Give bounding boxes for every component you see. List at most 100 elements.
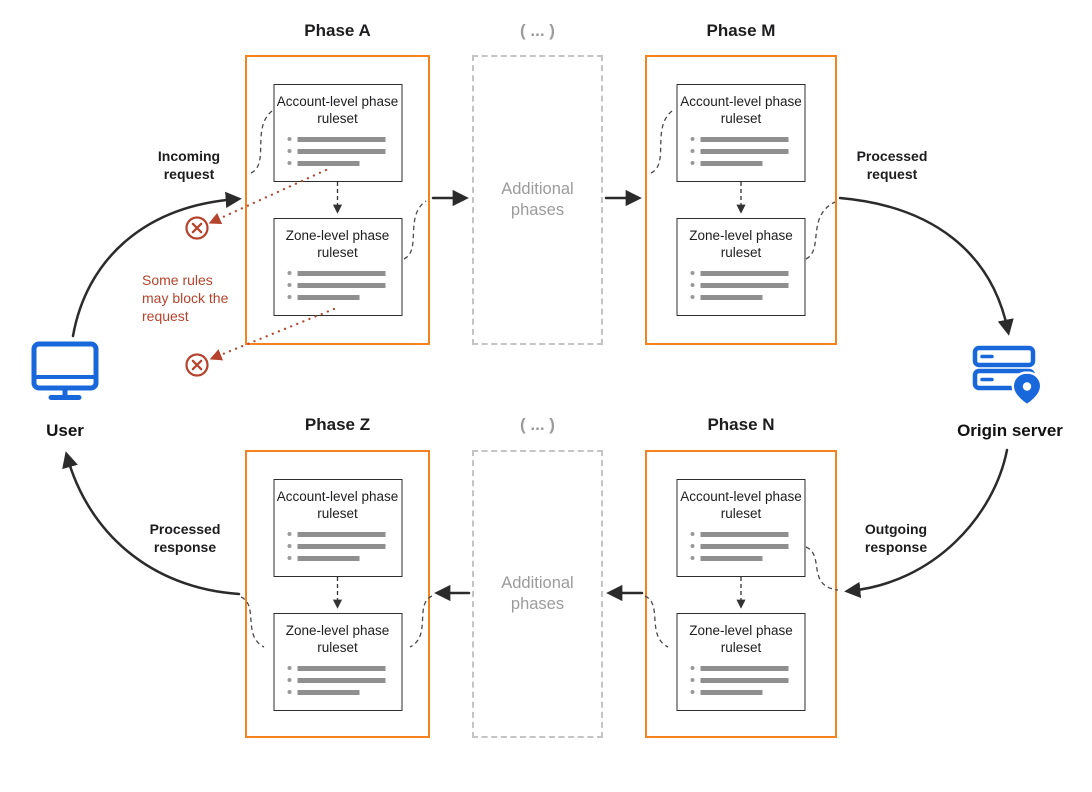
rule-bar (297, 270, 385, 276)
rule-line (690, 555, 805, 561)
rule-bullet (287, 283, 291, 288)
rule-bullet (287, 666, 291, 671)
rule-bullet (690, 149, 695, 154)
rule-bullet (690, 137, 695, 142)
rule-bar (297, 136, 385, 142)
rule-bullet (690, 666, 695, 671)
processed-request-label: Processed request (856, 148, 928, 183)
phase-n-title: Phase N (707, 415, 775, 434)
rule-bar (700, 665, 789, 671)
additional-phases-label: Additional phases (501, 179, 574, 219)
rule-bullet (690, 271, 695, 276)
rule-bullet (287, 544, 291, 549)
account-ruleset-label: Account-level phase ruleset (680, 94, 802, 126)
zone-ruleset-label: Zone-level phase ruleset (689, 623, 793, 655)
zone-ruleset-label: Zone-level phase ruleset (285, 228, 390, 260)
rule-bar (297, 531, 385, 537)
account-ruleset-box: Account-level phase ruleset (676, 479, 806, 577)
origin-server-label: Origin server (957, 421, 1063, 440)
ruleset-lines (678, 136, 805, 166)
rule-line (287, 270, 401, 276)
rule-bar (297, 282, 385, 288)
rule-bullet (690, 690, 695, 695)
ruleset-lines (274, 136, 401, 166)
zone-ruleset-box: Zone-level phase ruleset (273, 613, 402, 711)
phase-z-title: Phase Z (304, 415, 371, 434)
account-ruleset-label: Account-level phase ruleset (680, 489, 802, 521)
rule-line (690, 689, 805, 695)
rule-bullet (690, 544, 695, 549)
rule-line (287, 665, 401, 671)
account-ruleset-box: Account-level phase ruleset (676, 84, 806, 182)
additional-phases-bottom-header: ( ... ) (520, 415, 555, 434)
zone-ruleset-box: Zone-level phase ruleset (273, 218, 402, 316)
zone-ruleset-box: Zone-level phase ruleset (676, 218, 806, 316)
rule-bullet (287, 149, 291, 154)
ruleset-lines (274, 665, 401, 695)
rule-bar (700, 555, 763, 561)
ruleset-lines (274, 270, 401, 300)
rule-bullet (690, 283, 695, 288)
monitor-icon (31, 341, 99, 406)
rule-bar (700, 270, 789, 276)
rule-bullet (287, 271, 291, 276)
rule-line (690, 677, 805, 683)
rule-bar (297, 543, 385, 549)
blocked-x-icon (185, 353, 209, 377)
rule-line (690, 531, 805, 537)
phase-a-title: Phase A (304, 21, 371, 40)
additional-phases-top-header: ( ... ) (520, 21, 555, 40)
rule-line (287, 689, 401, 695)
rule-bar (700, 543, 789, 549)
rule-line (287, 555, 401, 561)
rule-bullet (287, 137, 291, 142)
rule-line (690, 282, 805, 288)
rule-line (287, 294, 401, 300)
rule-bullet (690, 295, 695, 300)
ruleset-lines (678, 665, 805, 695)
account-ruleset-label: Account-level phase ruleset (276, 489, 399, 521)
phase-a-box: Account-level phase ruleset Zone-level p… (245, 55, 430, 345)
ruleset-lines (678, 270, 805, 300)
rule-bullet (287, 532, 291, 537)
rule-bar (700, 160, 763, 166)
rule-line (690, 543, 805, 549)
processed-response-label: Processed response (149, 521, 221, 556)
rule-line (287, 160, 401, 166)
phase-n-box: Account-level phase ruleset Zone-level p… (645, 450, 837, 738)
rule-bullet (287, 295, 291, 300)
rule-bar (297, 148, 385, 154)
rule-bullet (287, 690, 291, 695)
account-ruleset-label: Account-level phase ruleset (276, 94, 399, 126)
rule-line (690, 136, 805, 142)
rule-bullet (287, 556, 291, 561)
server-location-pin-icon (972, 342, 1046, 411)
rule-bar (297, 689, 359, 695)
rule-bar (297, 555, 359, 561)
rule-bullet (690, 161, 695, 166)
additional-phases-bottom-box: Additional phases (472, 450, 603, 738)
phase-z-box: Account-level phase ruleset Zone-level p… (245, 450, 430, 738)
outgoing-response-label: Outgoing response (864, 521, 928, 556)
rule-line (287, 136, 401, 142)
block-warning-text: Some rules may block the request (142, 272, 229, 325)
rule-line (690, 665, 805, 671)
rule-bar (700, 677, 789, 683)
account-ruleset-box: Account-level phase ruleset (273, 479, 402, 577)
rule-bullet (690, 678, 695, 683)
ruleset-lines (678, 531, 805, 561)
processed-request-arrow (838, 196, 1014, 336)
rule-line (690, 294, 805, 300)
rule-bullet (690, 556, 695, 561)
zone-ruleset-box: Zone-level phase ruleset (676, 613, 806, 711)
rule-bullet (690, 532, 695, 537)
rule-bar (297, 677, 385, 683)
rule-line (690, 148, 805, 154)
additional-phases-top-box: Additional phases (472, 55, 603, 345)
rule-bar (700, 136, 789, 142)
rule-bar (700, 148, 789, 154)
blocked-x-icon (185, 216, 209, 240)
rule-line (287, 531, 401, 537)
rule-bar (700, 689, 763, 695)
